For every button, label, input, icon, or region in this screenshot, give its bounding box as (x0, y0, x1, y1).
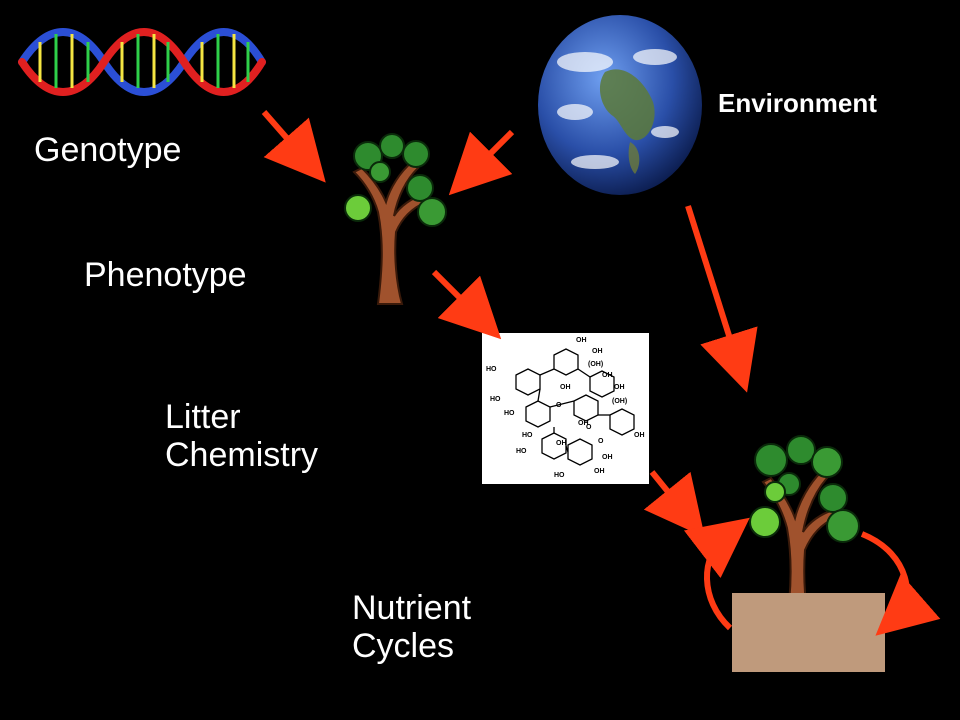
chem-group-label: OH (634, 432, 645, 439)
arrow-genotype-to-phenotype (261, 110, 326, 183)
chem-group-label: HO (504, 410, 515, 417)
arrow-cycle-left (683, 517, 750, 631)
genotype-label: Genotype (34, 131, 181, 169)
chem-group-label: HO (516, 448, 527, 455)
nutrient-cycles-label: Nutrient Cycles (352, 589, 471, 666)
chem-group-label: OH (602, 372, 613, 379)
chemical-structure-panel: OH OH (OH) OH HO OH HO O OH (OH) HO O OH… (482, 333, 649, 484)
chem-group-label: O (598, 438, 604, 445)
arrow-litter-to-nutrient-cycles (643, 470, 705, 538)
chem-group-label: OH (576, 337, 587, 344)
soil-block (732, 593, 885, 672)
arrow-environment-to-nutrient-cycles (685, 205, 758, 393)
chemistry-text: Chemistry (165, 436, 319, 475)
chem-group-label: (OH) (588, 361, 603, 368)
chem-group-label: OH (592, 348, 603, 355)
tree-icon (749, 435, 860, 633)
litter-text: Litter (165, 398, 241, 436)
chem-group-label: OH (578, 420, 589, 427)
phenotype-text: Phenotype (84, 256, 247, 294)
chem-group-label: HO (490, 396, 501, 403)
chemical-structure-icon: OH OH (OH) OH HO OH HO O OH (OH) HO O OH… (486, 337, 645, 479)
chem-group-label: O (556, 402, 562, 409)
nutrient-text: Nutrient (352, 589, 472, 627)
chem-group-label: OH (614, 384, 625, 391)
dna-helix-icon (18, 28, 266, 96)
chem-group-label: OH (594, 468, 605, 475)
genotype-text: Genotype (34, 131, 182, 169)
litter-chemistry-label: Litter Chemistry (165, 398, 318, 475)
chem-group-label: HO (554, 472, 565, 479)
chem-group-label: OH (560, 384, 571, 391)
environment-text: Environment (718, 88, 877, 118)
chem-group-label: OH (556, 440, 567, 447)
arrow-environment-to-phenotype (448, 129, 515, 196)
environment-label: Environment (718, 88, 877, 118)
cycles-text: Cycles (352, 627, 455, 666)
chem-group-label: O (586, 424, 592, 431)
earth-globe-icon (538, 15, 702, 195)
tree-icon (344, 133, 447, 305)
phenotype-label: Phenotype (84, 256, 247, 294)
chem-group-label: OH (602, 454, 613, 461)
chem-group-label: HO (486, 366, 497, 373)
chem-group-label: (OH) (612, 398, 627, 405)
chem-group-label: HO (522, 432, 533, 439)
